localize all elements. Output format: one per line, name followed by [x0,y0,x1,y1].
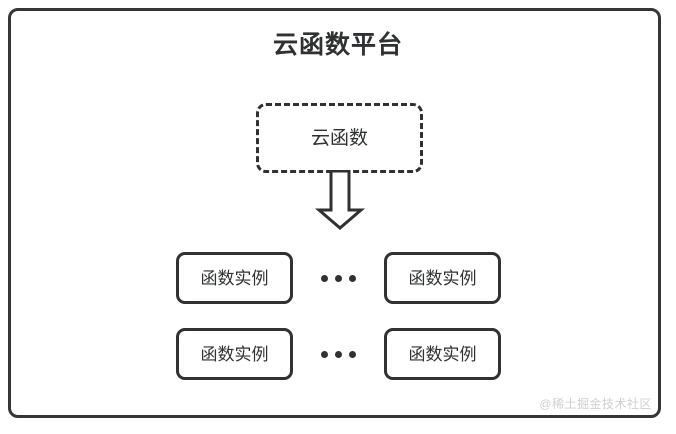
cloud-function-label: 云函数 [310,127,368,149]
dot-icon [321,350,328,358]
function-instance-box: 函数实例 [384,328,501,380]
dot-icon [349,274,356,282]
function-instance-box: 函数实例 [384,252,501,304]
ellipsis-indicator [311,274,367,282]
dot-icon [349,350,356,358]
dot-icon [321,274,328,282]
function-instance-label: 函数实例 [408,268,477,288]
ellipsis-indicator [311,350,367,358]
function-instance-box: 函数实例 [176,328,293,380]
watermark: @稀土掘金技术社区 [539,397,652,411]
down-block-arrow-icon [311,169,369,230]
cloud-function-node: 云函数 [256,103,423,173]
platform-title: 云函数平台 [272,31,403,59]
instance-row-1: 函数实例 函数实例 [176,252,501,304]
function-instance-label: 函数实例 [200,268,269,288]
function-instance-label: 函数实例 [200,344,269,364]
dot-icon [335,274,342,282]
dot-icon [335,350,342,358]
function-instance-label: 函数实例 [408,344,477,364]
instance-row-2: 函数实例 函数实例 [176,328,501,380]
function-instance-box: 函数实例 [176,252,293,304]
